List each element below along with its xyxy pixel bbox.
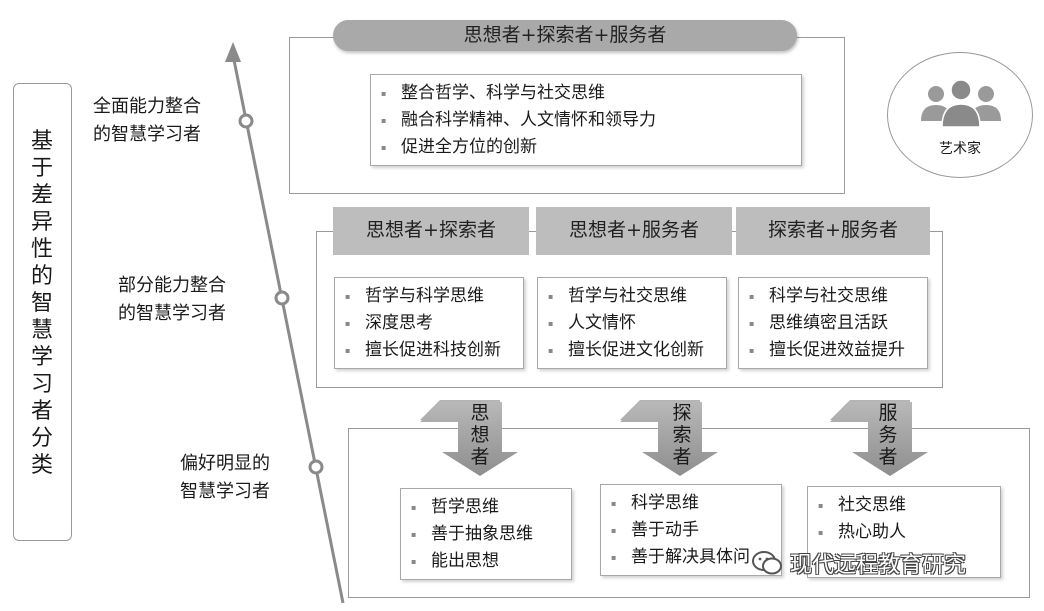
top-header-text: 思想者+探索者+服务者 [463, 24, 667, 46]
middle-header-explorer-servant: 探索者+服务者 [736, 207, 930, 255]
middle-item: 擅长促进科技创新 [335, 337, 523, 364]
watermark: 现代远程教育研究 [752, 548, 966, 578]
top-item: 整合哲学、科学与社交思维 [371, 80, 801, 107]
bottom-item: 能出思想 [401, 548, 571, 575]
bottom-list-thinker: 哲学思维 善于抽象思维 能出思想 [400, 488, 572, 580]
artist-label: 艺术家 [939, 141, 981, 157]
arrow-label-thinker: 思想者 [470, 402, 490, 468]
arrow-shape-thinker [420, 402, 518, 476]
middle-item: 人文情怀 [538, 310, 726, 337]
middle-item: 哲学与科学思维 [335, 283, 523, 310]
top-item: 促进全方位的创新 [371, 134, 801, 161]
wechat-icon [752, 551, 782, 575]
middle-header-text: 探索者+服务者 [768, 219, 898, 241]
middle-list-thinker-explorer: 哲学与科学思维 深度思考 擅长促进科技创新 [334, 277, 524, 369]
level-label-preference: 偏好明显的 智慧学习者 [180, 450, 270, 506]
level-full-line1: 全面能力整合 [93, 96, 201, 117]
middle-header-thinker-explorer: 思想者+探索者 [333, 207, 529, 255]
middle-item: 思维缜密且活跃 [739, 310, 927, 337]
bottom-item: 善于动手 [601, 517, 781, 544]
bottom-item: 善于解决具体问 [601, 544, 781, 571]
level-partial-line2: 的智慧学习者 [118, 303, 226, 324]
middle-list-explorer-servant: 科学与社交思维 思维缜密且活跃 擅长促进效益提升 [738, 277, 928, 369]
people-group-icon [921, 79, 1001, 128]
bottom-item: 社交思维 [808, 492, 1000, 519]
top-panel-header: 思想者+探索者+服务者 [333, 20, 797, 51]
axis-arrowhead [225, 42, 241, 62]
arrow-label-explorer: 探索者 [672, 402, 692, 468]
middle-header-thinker-servant: 思想者+服务者 [536, 207, 732, 255]
bottom-list-explorer: 科学思维 善于动手 善于解决具体问 [600, 484, 782, 576]
bottom-list-servant: 社交思维 热心助人 [807, 486, 1001, 578]
middle-item: 科学与社交思维 [739, 283, 927, 310]
artist-badge: 艺术家 [887, 52, 1033, 178]
bottom-item: 热心助人 [808, 519, 1000, 546]
level-partial-line1: 部分能力整合 [118, 275, 226, 296]
bottom-item: 哲学思维 [401, 494, 571, 521]
level-preference-line1: 偏好明显的 [180, 453, 270, 474]
arrow-shape-servant [830, 402, 928, 476]
classification-frame: 基于差异性的智慧学习者分类 [13, 83, 72, 541]
level-full-line2: 的智慧学习者 [93, 124, 201, 145]
middle-item: 哲学与社交思维 [538, 283, 726, 310]
top-panel-list: 整合哲学、科学与社交思维 融合科学精神、人文情怀和领导力 促进全方位的创新 [370, 74, 802, 166]
middle-list-thinker-servant: 哲学与社交思维 人文情怀 擅长促进文化创新 [537, 277, 727, 369]
arrow-label-servant: 服务者 [878, 402, 898, 468]
classification-title: 基于差异性的智慧学习者分类 [30, 129, 53, 478]
middle-item: 擅长促进效益提升 [739, 337, 927, 364]
middle-header-text: 思想者+服务者 [569, 219, 699, 241]
axis-node-middle [274, 290, 290, 306]
middle-item: 擅长促进文化创新 [538, 337, 726, 364]
level-label-full: 全面能力整合 的智慧学习者 [93, 93, 201, 149]
axis-node-bottom [308, 459, 324, 475]
watermark-text: 现代远程教育研究 [790, 553, 967, 578]
arrow-shape-explorer [620, 402, 718, 476]
level-preference-line2: 智慧学习者 [180, 481, 270, 502]
top-item: 融合科学精神、人文情怀和领导力 [371, 107, 801, 134]
axis-node-top [238, 113, 254, 129]
bottom-item: 善于抽象思维 [401, 521, 571, 548]
level-label-partial: 部分能力整合 的智慧学习者 [118, 272, 226, 328]
bottom-item: 科学思维 [601, 490, 781, 517]
middle-item: 深度思考 [335, 310, 523, 337]
middle-header-text: 思想者+探索者 [366, 219, 496, 241]
